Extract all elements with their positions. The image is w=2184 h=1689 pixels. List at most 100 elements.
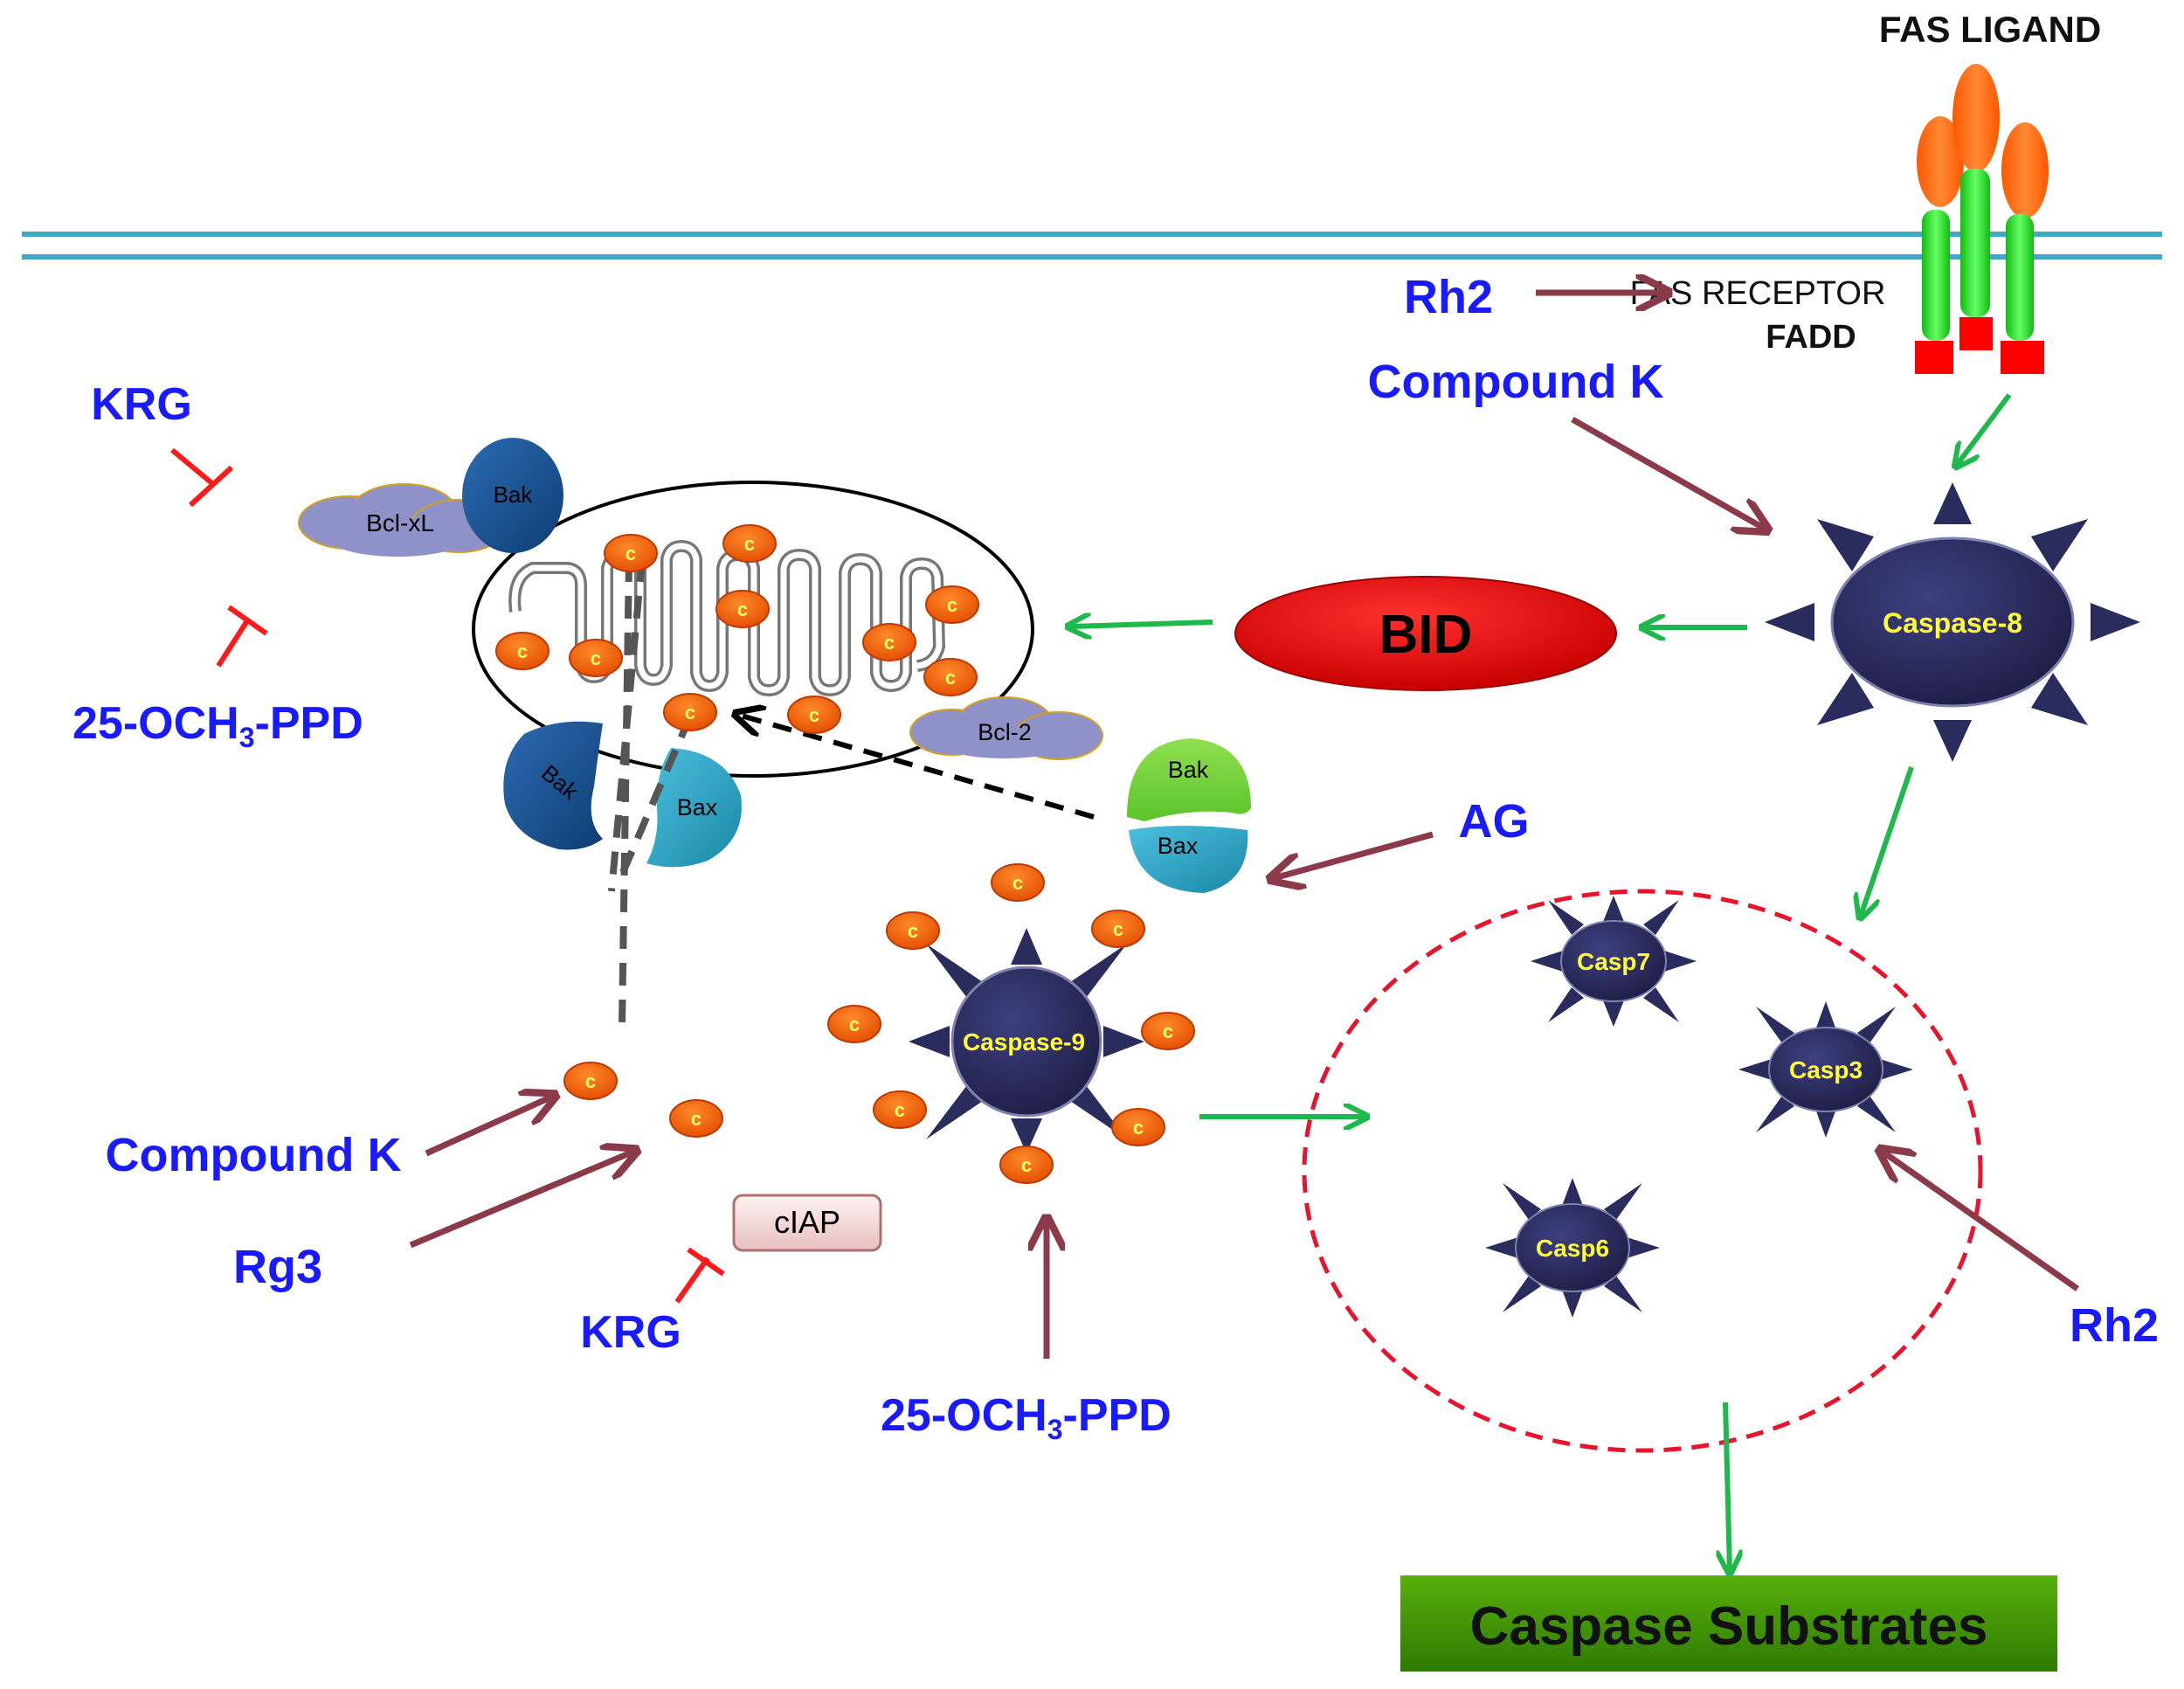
cytochrome-c-label: c: [895, 1099, 905, 1121]
cytochrome-c: c: [925, 585, 979, 624]
bax-free-label: Bax: [1158, 833, 1199, 859]
cytochrome-c: c: [873, 1090, 927, 1129]
cytochrome-c-label: c: [1021, 1154, 1032, 1176]
cytochrome-c: c: [569, 639, 623, 677]
casp6-label: Casp6: [1536, 1235, 1609, 1262]
bak-free-label: Bak: [1168, 757, 1209, 783]
caspase9-label: Caspase-9: [963, 1028, 1085, 1056]
bcl-xl-label: Bcl-xL: [366, 509, 434, 536]
caspase8-label: Caspase-8: [1883, 607, 2022, 639]
cytochrome-c-label: c: [884, 632, 895, 654]
cytochrome-c-label: c: [1133, 1117, 1144, 1139]
fas-ligand-right: [2001, 122, 2049, 218]
fadd-center: [1959, 317, 1993, 350]
rh2-right-label: Rh2: [2070, 1299, 2159, 1352]
cytochrome-c: c: [1111, 1108, 1165, 1146]
cytochrome-c: c: [669, 1099, 723, 1138]
compoundk-to-cytc-arrow: [425, 1097, 552, 1157]
fadd-to-caspase8-arrow: [1957, 393, 2012, 465]
bid-label: BID: [1379, 605, 1473, 665]
bcl-2-cloud: [909, 696, 1103, 760]
compound-k-bottom-label: Compound K: [106, 1129, 402, 1181]
bid-to-mito-arrow: [1070, 622, 1213, 626]
rg3-label: Rg3: [233, 1241, 322, 1293]
cytochrome-c: c: [991, 863, 1045, 902]
cytochrome-c-label: c: [945, 667, 956, 689]
rh2-to-casp3-arrow: [1883, 1152, 2080, 1291]
fadd-left: [1915, 341, 1953, 374]
bak-top-protein: [462, 438, 563, 553]
cytochrome-c: c: [495, 632, 549, 670]
executioners-to-substrates-arrow: [1725, 1402, 1730, 1571]
cytochrome-c-label: c: [737, 599, 748, 620]
fas-complex: [1915, 64, 2049, 374]
cytochrome-c: c: [722, 524, 777, 563]
krg-top-label: KRG: [91, 379, 192, 430]
fas-receptor-center: [1960, 169, 1990, 317]
ocph3-bottom-label: 25-OCH3-PPD: [881, 1390, 1171, 1445]
caspase-substrates-box: [1400, 1575, 2057, 1672]
cytochrome-c-label: c: [517, 640, 528, 662]
cytochrome-c: c: [563, 1062, 618, 1100]
casp7-label: Casp7: [1577, 948, 1650, 975]
fas-receptor-label: FAS RECEPTOR: [1630, 275, 1886, 312]
compound-k-top-label: Compound K: [1368, 356, 1664, 408]
bid-oval: [1234, 576, 1617, 691]
executioner-caspases-circle: [1302, 889, 1983, 1453]
bax-free-protein: [1129, 826, 1248, 893]
bcl-2-label: Bcl-2: [978, 719, 1032, 745]
bak-bottom-protein: [503, 721, 603, 850]
cytochrome-c: c: [715, 590, 770, 628]
cytochrome-c: c: [604, 534, 658, 572]
cytochrome-c: c: [663, 693, 717, 731]
ciap-box: [732, 1194, 882, 1252]
cytochrome-c-label: c: [685, 702, 695, 723]
cytochrome-c-group: c c c c c c c c c c c c c c c c c c c c: [495, 524, 1195, 1184]
cytochrome-c-label: c: [625, 543, 636, 564]
cytochrome-c-label: c: [908, 920, 918, 942]
fas-ligand-center: [1952, 64, 2000, 172]
rh2-top-label: Rh2: [1404, 271, 1493, 323]
cytc-release-path: [608, 558, 694, 1028]
fas-receptor-left: [1922, 210, 1950, 341]
compoundk-to-caspase8-arrow: [1571, 416, 1765, 529]
ocph3-left-inhibition: [216, 605, 268, 668]
cytochrome-c-label: c: [1163, 1021, 1173, 1042]
casp3-star: [1738, 1001, 1913, 1138]
rg3-to-cytc-arrow: [409, 1152, 633, 1249]
cytochrome-c-label: c: [1113, 918, 1123, 940]
fas-ligand-label: FAS LIGAND: [1879, 9, 2101, 50]
cytochrome-c: c: [999, 1146, 1054, 1184]
fas-ligand-left: [1917, 116, 1964, 207]
caspase8-to-executioners-arrow: [1861, 766, 1914, 916]
cytochrome-c: c: [1091, 910, 1145, 948]
cell-membrane: [22, 232, 2162, 260]
casp6-star: [1485, 1178, 1660, 1318]
cytochrome-c-label: c: [1013, 872, 1023, 894]
cytochrome-c-label: c: [947, 594, 957, 616]
cytochrome-c: c: [862, 623, 916, 661]
cytochrome-c: c: [923, 658, 978, 696]
bax-bottom-label: Bax: [677, 794, 718, 820]
caspase8-star: [1765, 482, 2140, 762]
ocph3-left-label: 25-OCH3-PPD: [73, 698, 363, 753]
casp3-label: Casp3: [1789, 1056, 1863, 1083]
ag-label: AG: [1459, 795, 1530, 848]
ag-to-bakbax-arrow: [1274, 831, 1434, 878]
fadd-right: [2001, 341, 2044, 374]
bak-free-protein: [1127, 738, 1251, 821]
cytochrome-c-label: c: [585, 1070, 596, 1092]
caspase-substrates-label: Caspase Substrates: [1470, 1596, 1988, 1657]
cytochrome-c: c: [1141, 1012, 1195, 1050]
bax-bottom-protein: [646, 748, 742, 868]
fas-receptor-right: [2006, 214, 2034, 341]
krg-bottom-label: KRG: [580, 1307, 681, 1358]
cytochrome-c-label: c: [691, 1108, 702, 1130]
fadd-label: FADD: [1766, 319, 1856, 356]
krg-top-inhibition: [170, 447, 234, 508]
cytochrome-c: c: [886, 911, 940, 950]
cytochrome-c-label: c: [744, 533, 755, 555]
cytochrome-c-label: c: [809, 704, 819, 726]
cytochrome-c-label: c: [849, 1014, 860, 1035]
